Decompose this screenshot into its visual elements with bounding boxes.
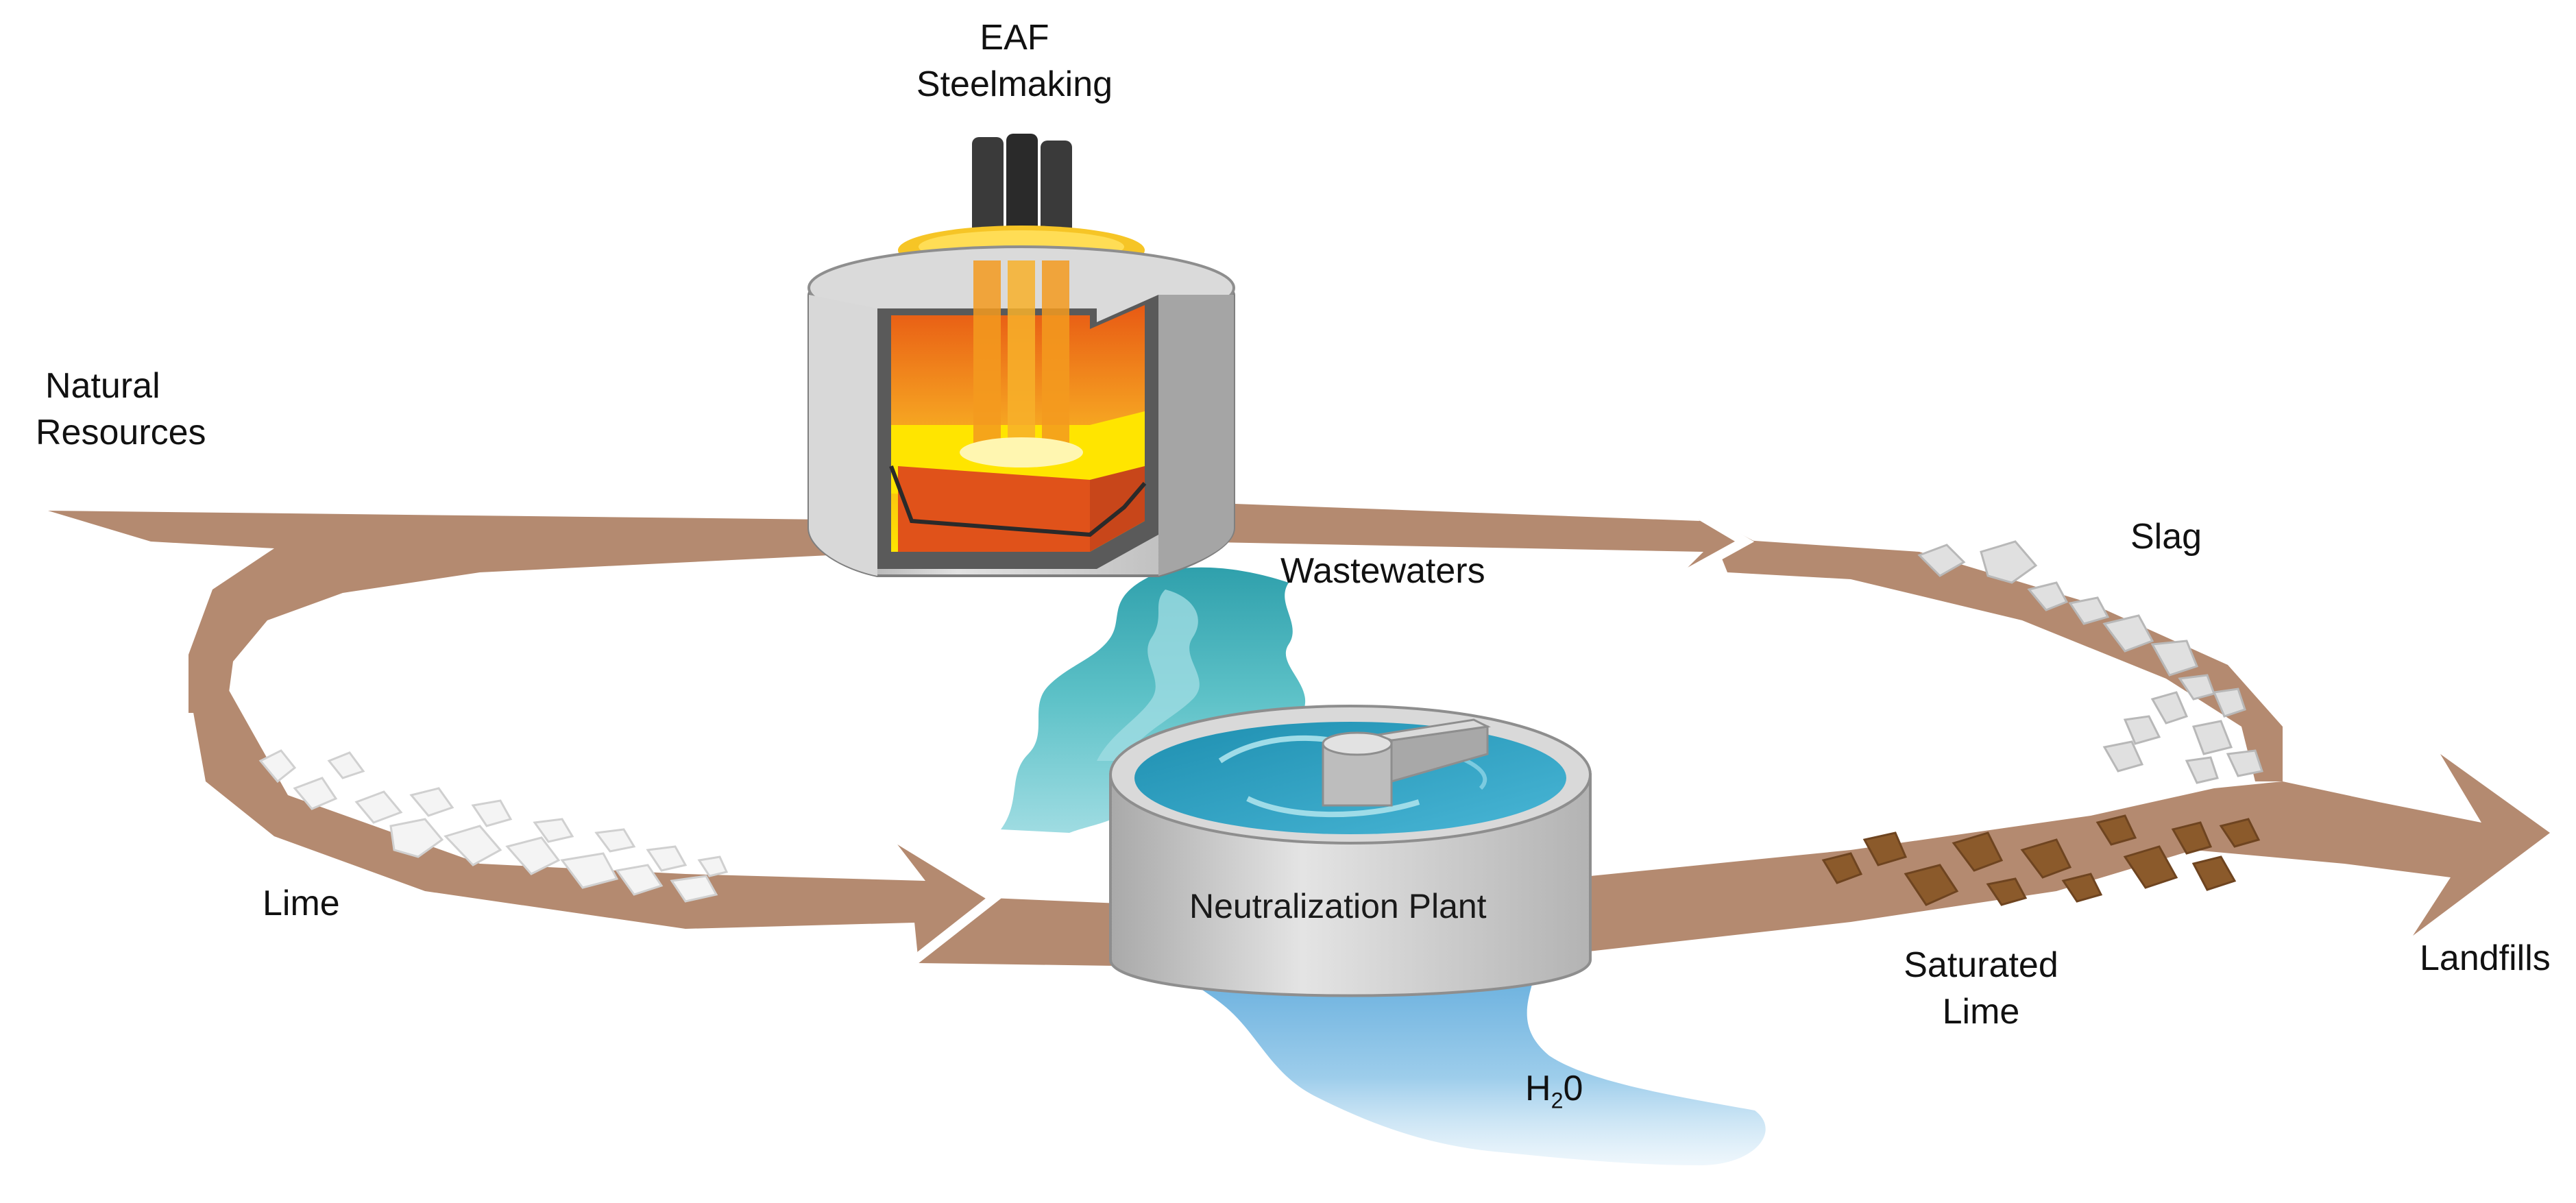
lime-label: Lime [263, 884, 340, 923]
wastewaters-label: Wastewaters [1280, 551, 1485, 591]
landfills-label: Landfills [2420, 938, 2551, 978]
eaf-furnace-icon [807, 134, 1235, 577]
top-flow [1179, 494, 1755, 576]
h2o-outflow [1152, 946, 1766, 1165]
lime-flow-left [189, 685, 994, 960]
lime-rocks [258, 749, 729, 903]
h2o-label: H20 [1525, 1066, 1583, 1115]
wastewater-stream [1001, 567, 1306, 833]
h2o-tail: 0 [1563, 1069, 1583, 1108]
slag-label: Slag [2130, 517, 2202, 557]
neutralization-tank-icon [1109, 705, 1592, 997]
natural-label-line2: Resources [36, 412, 206, 452]
natural-resources-label: Natural Resources [36, 363, 206, 456]
neutralization-plant-label: Neutralization Plant [1189, 887, 1487, 925]
eaf-label-line2: Steelmaking [916, 64, 1113, 104]
h2o-subscript: 2 [1551, 1088, 1564, 1113]
saturated-lime-label: Saturated Lime [1892, 943, 2070, 1035]
saturated-label-line2: Lime [1942, 991, 2020, 1032]
natural-resources-arrow [48, 511, 829, 713]
eaf-steelmaking-label: EAF Steelmaking [912, 15, 1117, 108]
slag-rocks [1917, 540, 2263, 784]
eaf-label-line1: EAF [980, 18, 1049, 58]
natural-label-line1: Natural [45, 366, 160, 406]
h2o-base: H [1525, 1069, 1551, 1108]
saturated-label-line1: Saturated [1904, 945, 2058, 985]
saturated-lime-rocks [1821, 814, 2261, 906]
